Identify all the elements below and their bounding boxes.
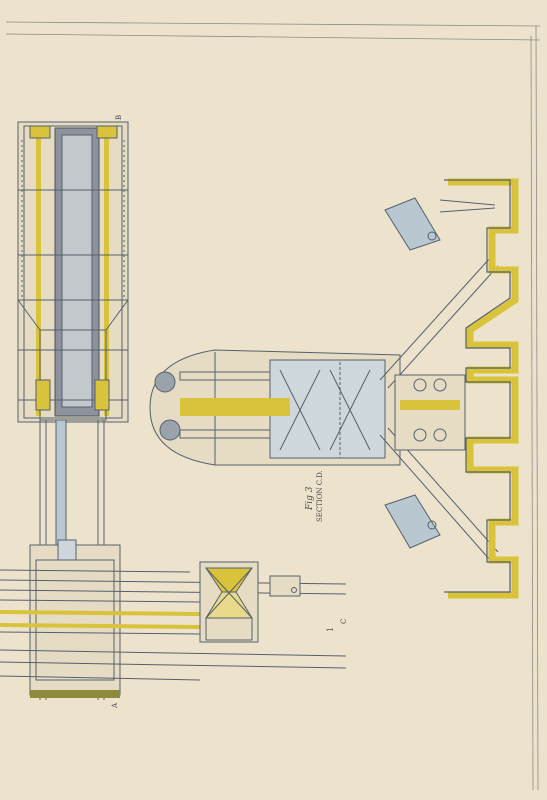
yellow-rails: [0, 610, 201, 629]
mark-a: A: [111, 702, 119, 709]
hopper: [199, 561, 301, 643]
mark-c: C: [340, 619, 348, 624]
plate-border: [5, 21, 541, 791]
section-drawing: [149, 197, 499, 561]
ground-outline: [444, 178, 519, 599]
figure-label: Fig 3: [305, 486, 315, 511]
vertical-elevation: [17, 121, 129, 700]
mark-1: 1: [326, 627, 335, 632]
section-label: SECTION C.D.: [316, 470, 324, 522]
mark-b: B: [115, 115, 123, 120]
